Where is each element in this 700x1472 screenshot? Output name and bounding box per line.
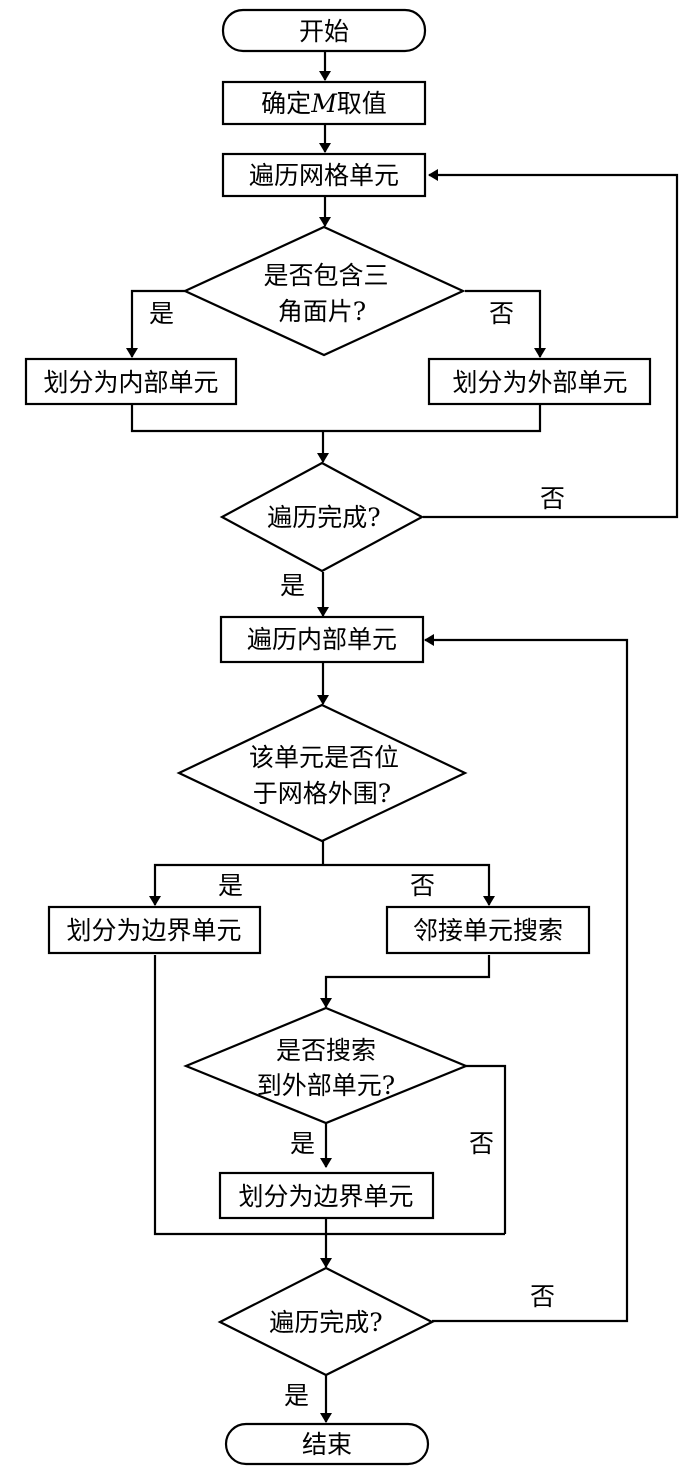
node-traverse-grid: 遍历网格单元 (221, 152, 427, 198)
start-label: 开始 (299, 17, 349, 46)
decision-shape (182, 225, 466, 357)
edge-label-no-5: 否 (530, 1282, 555, 1311)
arrow-yes-to-boundary1 (149, 863, 323, 906)
end-label: 结束 (302, 1430, 352, 1459)
set-m-label-post: 取值 (337, 89, 387, 118)
node-mark-boundary-2: 划分为边界单元 (218, 1171, 435, 1220)
edge-label-yes-2: 是 (280, 571, 305, 600)
mark-boundary-2-label: 划分为边界单元 (238, 1182, 413, 1211)
found-external-line1: 是否搜索 (276, 1036, 376, 1065)
edge-label-yes-5: 是 (284, 1381, 309, 1410)
node-on-periphery: 该单元是否位 于网格外围? (176, 703, 468, 843)
edge-label-no-4: 否 (469, 1129, 494, 1158)
node-neighbor-search: 邻接单元搜索 (385, 905, 591, 955)
process-shape (385, 905, 591, 955)
terminal-shape (221, 8, 427, 53)
node-traverse-done-1: 遍历完成? (219, 461, 425, 573)
process-shape (24, 357, 238, 406)
on-periphery-line2: 于网格外围? (253, 779, 391, 808)
set-m-label: 确定M取值 (261, 89, 387, 118)
edge-label-no-3: 否 (410, 871, 435, 900)
process-shape (218, 1171, 435, 1220)
decision-shape (183, 1006, 469, 1125)
edge-label-yes-1: 是 (149, 299, 174, 328)
found-external-line2: 到外部单元? (257, 1071, 395, 1100)
node-mark-external: 划分为外部单元 (427, 357, 652, 406)
node-traverse-internal: 遍历内部单元 (219, 615, 425, 664)
traverse-done-2-label: 遍历完成? (269, 1308, 382, 1337)
on-periphery-line1: 该单元是否位 (249, 743, 399, 772)
traverse-grid-label: 遍历网格单元 (249, 161, 399, 190)
traverse-done-1-label: 遍历完成? (267, 503, 380, 532)
mark-internal-label: 划分为内部单元 (43, 368, 218, 397)
node-found-external: 是否搜索 到外部单元? (183, 1006, 469, 1125)
arrow-no-to-neighbor (323, 863, 495, 906)
arrow-no-to-external (465, 289, 546, 358)
set-m-label-var: M (310, 89, 338, 118)
node-end: 结束 (224, 1422, 430, 1466)
decision-shape (176, 703, 468, 843)
contains-triangle-line2: 角面片? (278, 297, 366, 326)
arrow-done2-no-loop (424, 634, 629, 1323)
set-m-label-pre: 确定 (261, 89, 311, 118)
traverse-internal-label: 遍历内部单元 (247, 625, 397, 654)
arrow-yes-to-internal (126, 289, 185, 358)
neighbor-search-label: 邻接单元搜索 (413, 916, 563, 945)
mark-external-label: 划分为外部单元 (452, 368, 627, 397)
process-shape (221, 152, 427, 198)
decision-shape (217, 1266, 435, 1377)
node-traverse-done-2: 遍历完成? (217, 1266, 435, 1377)
process-shape (221, 80, 427, 126)
edge-label-no-1: 否 (489, 299, 514, 328)
connectors (126, 52, 679, 1423)
mark-boundary-1-label: 划分为边界单元 (66, 916, 241, 945)
process-shape (219, 615, 425, 664)
edge-label-no-2: 否 (540, 484, 565, 513)
arrow-neighbor-to-decision3 (320, 955, 491, 1008)
merge-line (130, 405, 542, 433)
edge-label-yes-3: 是 (218, 871, 243, 900)
terminal-shape (224, 1422, 430, 1466)
edge-labels: 是 否 否 是 是 否 是 否 否 是 (149, 299, 565, 1410)
node-contains-triangle: 是否包含三 角面片? (182, 225, 466, 357)
decision-shape (219, 461, 425, 573)
contains-triangle-line1: 是否包含三 (263, 261, 388, 290)
edge-label-yes-4: 是 (290, 1129, 315, 1158)
line-found-no (466, 1064, 507, 1234)
node-mark-boundary-1: 划分为边界单元 (47, 905, 262, 955)
process-shape (427, 357, 652, 406)
arrow-done1-no-loop (423, 169, 679, 519)
node-mark-internal: 划分为内部单元 (24, 357, 238, 406)
node-start: 开始 (221, 8, 427, 53)
line-boundary1-merge (153, 955, 505, 1236)
process-shape (47, 905, 262, 955)
node-set-m: 确定M取值 (221, 80, 427, 126)
